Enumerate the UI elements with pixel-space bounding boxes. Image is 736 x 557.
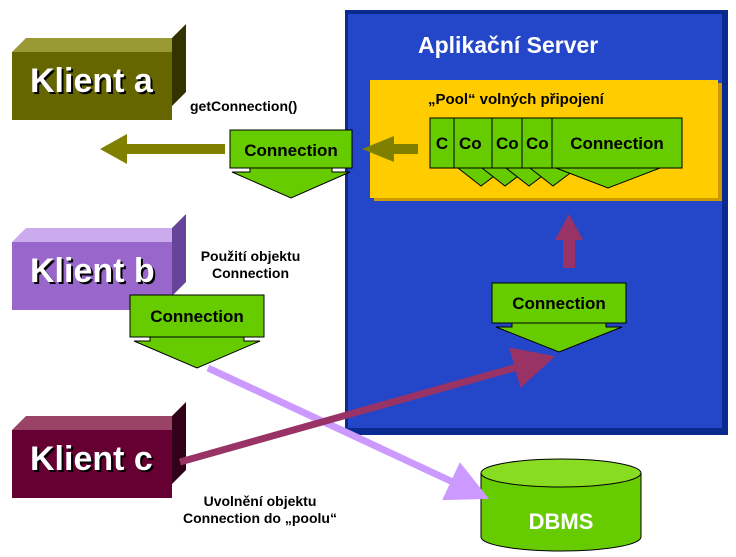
app-server-title: Aplikační Server	[418, 32, 599, 58]
pool-connection-3: Co	[491, 117, 523, 169]
pool-connection-4: Co	[521, 117, 553, 169]
pool-title: „Pool“ volných připojení	[428, 91, 604, 108]
connection-label-b: Connection	[150, 307, 244, 326]
dbms-cylinder: DBMS	[480, 458, 642, 552]
connection-label-a: Connection	[244, 141, 338, 160]
connection-label-server: Connection	[512, 294, 606, 313]
note-release-object: Uvolnění objektu Connection do „poolu“	[150, 493, 370, 527]
arrow-release-to-dbms	[206, 364, 490, 501]
client-a-label: Klient a	[30, 62, 153, 100]
note-release-object-line2: Connection do „poolu“	[183, 510, 337, 526]
pool-connections: C Co Co Co Connection	[429, 117, 683, 169]
client-b-label: Klient b	[30, 252, 155, 290]
pool-connection-3-label: Co	[496, 134, 519, 153]
note-use-object: Použití objektu Connection	[183, 248, 318, 282]
pool-connection-1: C	[429, 117, 455, 169]
pool-connection-5: Connection	[551, 117, 683, 169]
note-release-object-line1: Uvolnění objektu	[203, 493, 317, 509]
pool-stack-arrows	[456, 167, 661, 189]
connection-block-b: Connection	[129, 294, 265, 369]
client-b: Klient b	[12, 214, 186, 314]
arrow-client-c-to-server	[179, 347, 556, 466]
client-c: Klient c	[12, 402, 186, 502]
pool-connection-2: Co	[453, 117, 493, 169]
note-get-connection: getConnection()	[190, 98, 298, 114]
pool-connection-5-label: Connection	[570, 134, 664, 153]
pool-connection-2-label: Co	[459, 134, 482, 153]
client-c-label: Klient c	[30, 440, 153, 478]
connection-block-server: Connection	[491, 282, 627, 353]
note-use-object-line2: Connection	[212, 265, 289, 281]
arrow-up-to-pool	[555, 214, 583, 268]
note-use-object-line1: Použití objektu	[200, 248, 301, 264]
arrow-pool-to-connection-a	[362, 136, 418, 162]
pool-connection-4-label: Co	[526, 134, 549, 153]
client-a: Klient a	[12, 24, 186, 124]
connection-block-a: Connection	[229, 129, 353, 199]
dbms-label: DBMS	[529, 509, 594, 534]
arrow-to-client-a	[100, 134, 225, 164]
pool-connection-1-label: C	[436, 134, 448, 153]
